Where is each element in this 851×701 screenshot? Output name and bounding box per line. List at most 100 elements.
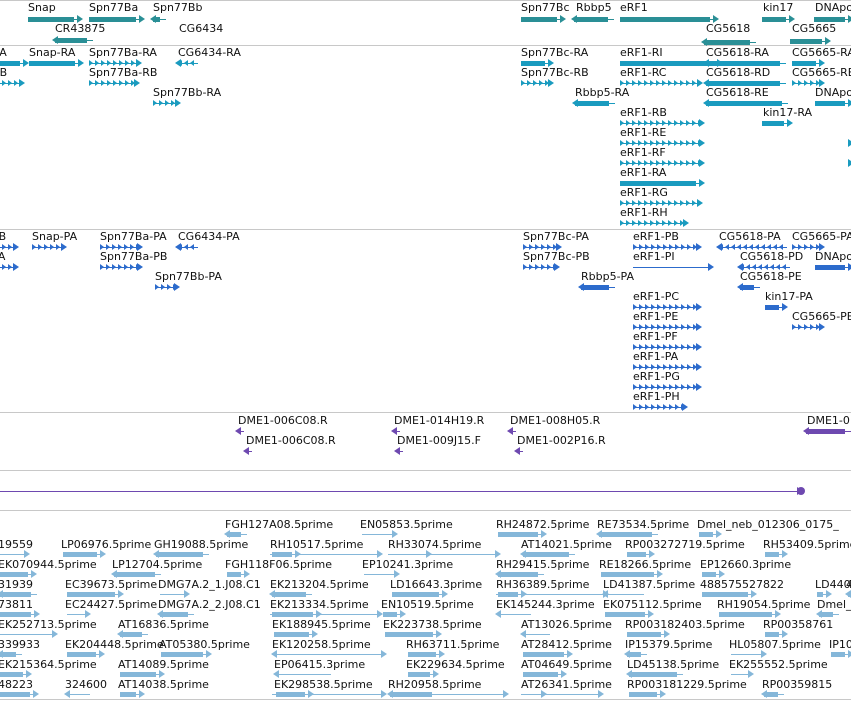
feature-label[interactable]: kin17 — [763, 1, 794, 14]
feature-label[interactable]: EP06415.3prime — [274, 658, 366, 671]
feature-label[interactable]: eRF1-PA — [633, 350, 679, 363]
feature-label[interactable]: eRF1-RC — [620, 66, 667, 79]
feature-label[interactable]: AT28412.5prime — [521, 638, 612, 651]
feature-label[interactable]: CG5665-RA — [792, 46, 851, 59]
feature-label[interactable]: Spn77Bc-PA — [523, 230, 589, 243]
feature-label[interactable]: RP003181229.5prime — [627, 678, 747, 691]
feature-label[interactable]: 73811 — [0, 598, 33, 611]
feature-label[interactable]: AT05380.5prime — [159, 638, 250, 651]
feature-label[interactable]: EC39673.5prime — [65, 578, 158, 591]
feature-label[interactable]: DNApol-PA — [815, 250, 851, 263]
feature-label[interactable]: EK298538.5prime — [274, 678, 373, 691]
feature-label[interactable]: Rbbp5-PA — [581, 270, 635, 283]
feature-label[interactable]: kin17-RA — [763, 106, 813, 119]
feature-label[interactable]: CG6434 — [179, 22, 224, 35]
feature-label[interactable]: LP06976.5prime — [61, 538, 152, 551]
feature-label[interactable]: CG6434-RA — [178, 46, 241, 59]
feature-label[interactable]: Spn77Bb-PA — [155, 270, 222, 283]
feature-label[interactable]: EK255552.5prime — [729, 658, 828, 671]
feature-label[interactable]: eRF1-RB — [620, 106, 667, 119]
feature-label[interactable]: eRF1-RF — [620, 146, 666, 159]
feature-label[interactable]: Spn77Ba — [89, 1, 139, 14]
feature-label[interactable]: DMG7A.2_1.J08.C1 — [158, 578, 261, 591]
feature-label[interactable]: Spn77Ba-RA — [89, 46, 157, 59]
feature-label[interactable]: EK075112.5prime — [603, 598, 702, 611]
feature-label[interactable]: EK204448.5prime — [65, 638, 164, 651]
feature-label[interactable]: EK120258.5prime — [272, 638, 371, 651]
feature-label[interactable]: RE18266.5prime — [599, 558, 692, 571]
feature-label[interactable]: 31939 — [0, 578, 33, 591]
feature-label[interactable]: CG5618-RD — [706, 66, 771, 79]
feature-label[interactable]: EK229634.5prime — [406, 658, 505, 671]
feature-label[interactable]: eRF1-PC — [633, 290, 680, 303]
feature-label[interactable]: Snap-RA — [29, 46, 76, 59]
feature-label[interactable]: RH33074.5prime — [388, 538, 482, 551]
feature-label[interactable]: EN05853.5prime — [360, 518, 453, 531]
feature-label[interactable]: CG5618-PA — [719, 230, 781, 243]
feature-label[interactable]: DMG7A.2_2.J08.C1 — [158, 598, 261, 611]
feature-label[interactable]: 324600 — [65, 678, 107, 691]
feature-label[interactable]: DME1-002P16.R — [517, 434, 606, 447]
feature-label[interactable]: 48223 — [0, 678, 33, 691]
feature-label[interactable]: CR43875 — [55, 22, 106, 35]
feature-label[interactable]: Snap-PA — [32, 230, 78, 243]
feature-label[interactable]: DME1-0 — [807, 414, 850, 427]
feature-label[interactable]: RH29415.5prime — [496, 558, 590, 571]
feature-label[interactable]: eRF1-RG — [620, 186, 668, 199]
feature-label[interactable]: Spn77Ba-PB — [100, 250, 168, 263]
feature-label[interactable]: AT14089.5prime — [118, 658, 209, 671]
feature-label[interactable]: AT16836.5prime — [118, 618, 209, 631]
feature-label[interactable]: AT14021.5prime — [521, 538, 612, 551]
feature-label[interactable]: Spn77Bb — [153, 1, 203, 14]
feature-label[interactable]: EK213334.5prime — [270, 598, 369, 611]
feature-label[interactable]: LD41387.5prime — [603, 578, 696, 591]
feature-label[interactable]: eRF1-RE — [620, 126, 667, 139]
feature-label[interactable]: EN10519.5prime — [381, 598, 474, 611]
feature-label[interactable]: 339933 — [0, 638, 40, 651]
feature-label[interactable]: CG5618 — [706, 22, 751, 35]
feature-label[interactable]: eRF1-PF — [633, 330, 678, 343]
feature-label[interactable]: IP10 — [829, 638, 851, 651]
feature-label[interactable]: Dmel_neb_012306_0175_ — [697, 518, 839, 531]
feature-label[interactable]: IP15379.5prime — [625, 638, 713, 651]
feature-label[interactable]: CG5618-PD — [740, 250, 804, 263]
feature-label[interactable]: DNApol-RA — [815, 86, 851, 99]
feature-label[interactable]: eRF1-PB — [633, 230, 679, 243]
feature-label[interactable]: Spn77Bc-PB — [523, 250, 590, 263]
feature-label[interactable]: LD440 — [815, 578, 851, 591]
feature-label[interactable]: EK252713.5prime — [0, 618, 97, 631]
feature-label[interactable]: eRF1-PI — [633, 250, 675, 263]
feature-label[interactable]: DNApol — [815, 1, 851, 14]
feature-label[interactable]: FGH118F06.5prime — [225, 558, 332, 571]
feature-label[interactable]: eRF1-RH — [620, 206, 668, 219]
feature-label[interactable]: EK145244.3prime — [496, 598, 595, 611]
feature-label[interactable]: RP00358761 — [763, 618, 834, 631]
feature-label[interactable]: CG5665-PB — [792, 310, 851, 323]
feature-label[interactable]: Spn77Bc-RB — [521, 66, 589, 79]
feature-label[interactable]: eRF1-PH — [633, 390, 680, 403]
feature-label[interactable]: Spn77Bc — [521, 1, 570, 14]
feature-label[interactable]: CG5618-PE — [740, 270, 802, 283]
feature-label[interactable]: RH53409.5prime — [763, 538, 851, 551]
feature-label[interactable]: DME1-008H05.R — [510, 414, 601, 427]
feature-label[interactable]: DME1-006C08.R — [246, 434, 336, 447]
feature-label[interactable]: AT13026.5prime — [521, 618, 612, 631]
feature-label[interactable]: RH36389.5prime — [496, 578, 590, 591]
feature-label[interactable]: Snap — [28, 1, 56, 14]
feature-label[interactable]: RP00359815 — [762, 678, 833, 691]
feature-label[interactable]: EP12660.3prime — [700, 558, 792, 571]
region-end-marker[interactable] — [797, 487, 805, 495]
feature-label[interactable]: eRF1-RA — [620, 166, 667, 179]
feature-label[interactable]: 19559 — [0, 538, 33, 551]
feature-label[interactable]: LD16643.3prime — [390, 578, 483, 591]
feature-label[interactable]: DME1-009J15.F — [397, 434, 481, 447]
feature-label[interactable]: EK070944.5prime — [0, 558, 97, 571]
feature-label[interactable]: PA — [0, 250, 6, 263]
feature-label[interactable]: GH19088.5prime — [154, 538, 249, 551]
feature-label[interactable]: Spn77Bb-RA — [153, 86, 222, 99]
feature-label[interactable]: RH20958.5prime — [388, 678, 482, 691]
feature-label[interactable]: Rbbp5 — [576, 1, 612, 14]
feature-label[interactable]: RE73534.5prime — [597, 518, 690, 531]
feature-label[interactable]: AT04649.5prime — [521, 658, 612, 671]
feature-label[interactable]: RH63711.5prime — [406, 638, 500, 651]
